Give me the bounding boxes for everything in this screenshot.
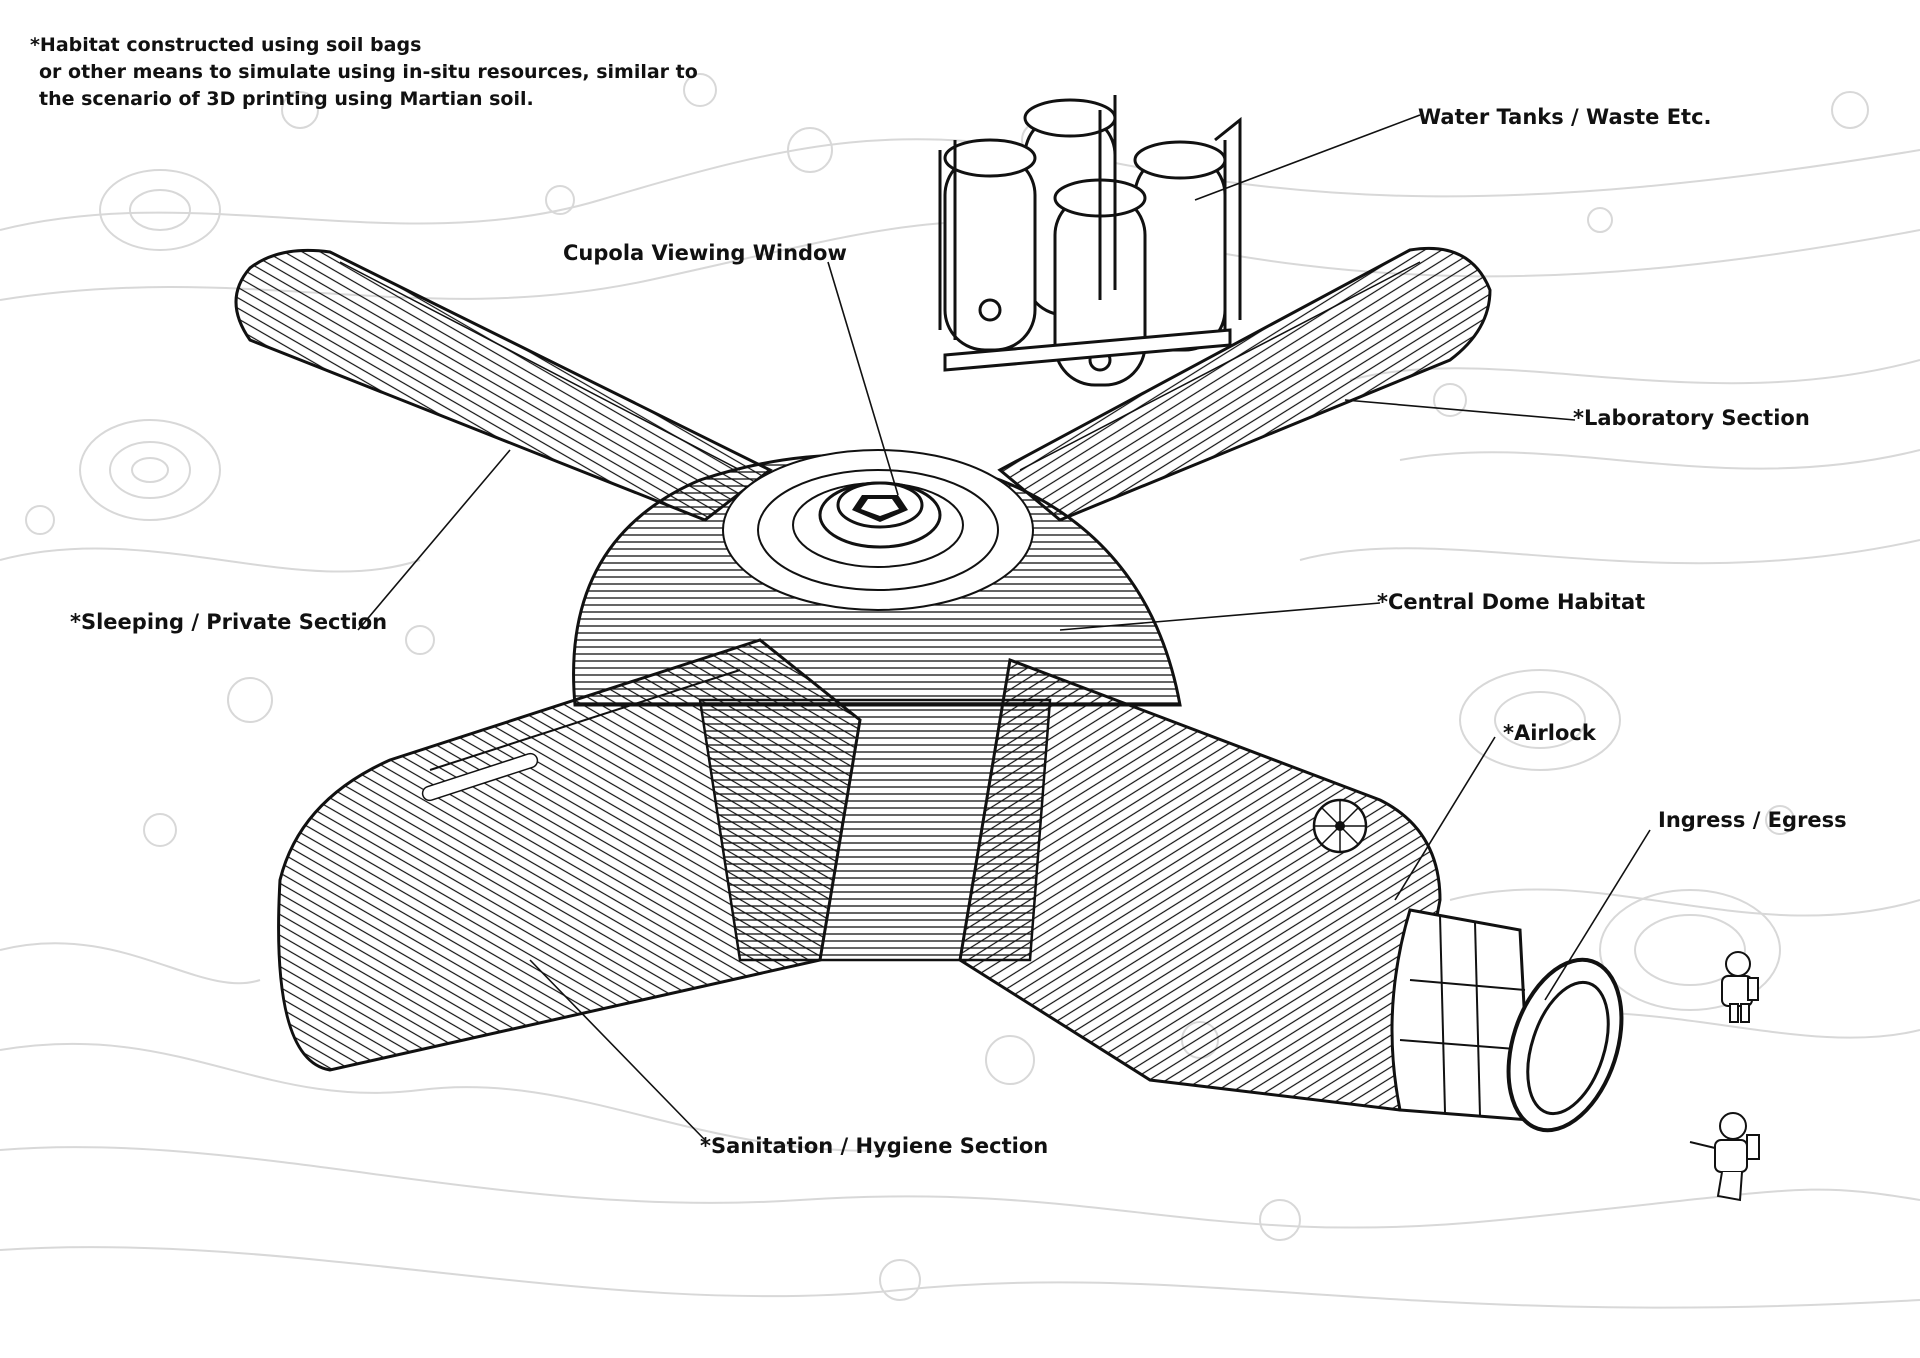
- label-airlock: *Airlock: [1503, 721, 1596, 745]
- water-tanks: [938, 95, 1242, 387]
- laboratory-section: [997, 246, 1492, 522]
- cupola-window-icon: [818, 481, 942, 549]
- construction-note: *Habitat constructed using soil bags or …: [30, 32, 698, 113]
- ingress-egress-tube: [1390, 908, 1624, 1133]
- airlock-hatch-icon: [1312, 798, 1368, 854]
- label-central-dome: *Central Dome Habitat: [1377, 590, 1646, 614]
- note-line-1: *Habitat constructed using soil bags: [30, 34, 422, 56]
- label-sleeping: *Sleeping / Private Section: [70, 610, 388, 634]
- leader-lines: [357, 114, 1651, 1141]
- sleeping-section: [234, 248, 773, 522]
- water-tank-icon: [943, 138, 1037, 352]
- note-line-2: or other means to simulate using in-situ…: [39, 61, 698, 83]
- astronaut-icon: [1721, 951, 1759, 1023]
- astronaut-icon: [1689, 1112, 1760, 1202]
- water-tank-icon: [1133, 140, 1227, 352]
- note-line-3: the scenario of 3D printing using Martia…: [39, 88, 534, 110]
- label-cupola: Cupola Viewing Window: [563, 241, 847, 265]
- habitat-structure: [234, 246, 1624, 1133]
- label-water-tanks: Water Tanks / Waste Etc.: [1418, 105, 1712, 129]
- label-laboratory: *Laboratory Section: [1573, 406, 1810, 430]
- label-ingress-egress: Ingress / Egress: [1658, 808, 1847, 832]
- label-sanitation: *Sanitation / Hygiene Section: [700, 1134, 1049, 1158]
